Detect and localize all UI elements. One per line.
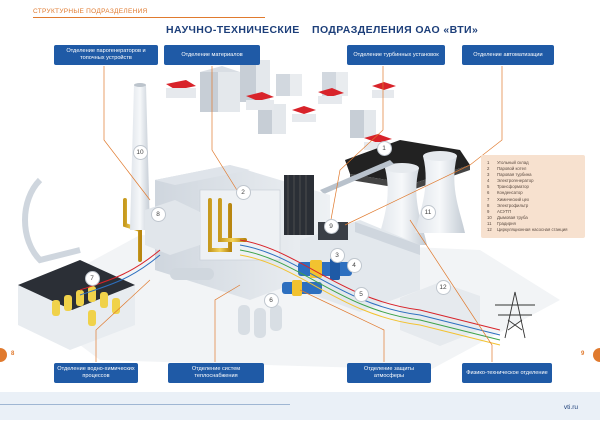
turbine-generator [282,258,352,296]
marker-10: 10 [132,144,148,160]
legend-item-number: 9 [487,208,490,214]
legend-item-number: 12 [487,227,492,233]
dept-water-chem[interactable]: Отделение водно-химических процессов [54,363,138,383]
page-number-left: 8 [11,351,15,357]
marker-8: 8 [150,206,166,222]
legend-item-number: 8 [487,202,490,208]
marker-12: 12 [435,279,451,295]
dept-materials[interactable]: Отделение материалов [164,45,260,65]
marker-1: 1 [376,140,392,156]
marker-2: 2 [235,184,251,200]
water-pipe-left [22,177,81,264]
page-tab-right [593,348,600,362]
legend-item-number: 4 [487,178,490,184]
marker-3: 3 [329,247,345,263]
marker-5: 5 [353,286,369,302]
legend-item: 12 Циркуляционная насосная станция [487,227,579,233]
legend-item-label: Трансформатор [497,184,529,190]
footer-url[interactable]: vti.ru [563,404,578,411]
dept-automation[interactable]: Отделение автоматизации [462,45,554,65]
dept-atmosphere[interactable]: Отделение защиты атмосферы [347,363,431,383]
city-blocks [166,60,396,150]
chemical-shop [18,260,135,350]
page-title-right: ПОДРАЗДЕЛЕНИЯ ОАО «ВТИ» [312,24,479,36]
legend-item-number: 2 [487,166,490,172]
page-title-left: НАУЧНО-ТЕХНИЧЕСКИЕ [166,24,300,36]
legend-item-label: Конденсатор [497,190,523,196]
legend-item-label: Дымовая труба [497,214,528,220]
dept-physics[interactable]: Физико-техническое отделение [462,363,552,383]
legend-item-label: Циркуляционная насосная станция [497,227,568,233]
marker-4: 4 [346,257,362,273]
legend-list: 1 Угольный склад 2 Паровой котел 3 Паровая ту… [487,160,579,233]
dept-heat-supply[interactable]: Отделение систем теплоснабжения [168,363,264,383]
legend-item-number: 5 [487,184,490,190]
page-number-right: 9 [581,351,585,357]
leader-lines [95,66,503,362]
legend-item: 5 Трансформатор [487,184,579,190]
dept-turbines[interactable]: Отделение турбинных установок [347,45,445,65]
process-lines [79,239,501,346]
condenser-tanks [170,268,282,338]
section-label: СТРУКТУРНЫЕ ПОДРАЗДЕЛЕНИЯ [33,8,148,15]
legend-item-label: Паровая турбина [497,172,532,178]
footer-bar [0,392,600,420]
legend-item-number: 10 [487,214,492,220]
legend-item-label: Электрофильтр [497,202,529,208]
legend-item: 2 Паровой котел [487,166,579,172]
page-tab-left [0,348,7,362]
legend-item-number: 6 [487,190,490,196]
legend-item-number: 3 [487,172,490,178]
legend-item-number: 7 [487,196,490,202]
legend-item-label: Химический цех [497,196,530,202]
marker-7: 7 [84,270,100,286]
dept-steam-generators[interactable]: Отделение парогенераторов и топочных уст… [54,45,158,65]
legend: 1 Угольный склад 2 Паровой котел 3 Паровая ту… [481,155,585,238]
legend-item: 4 Электрогенератор [487,178,579,184]
legend-item: 8 Электрофильтр [487,203,579,209]
legend-item: 11 Градирня [487,221,579,227]
footer-line [0,404,290,405]
conveyor [320,160,394,194]
legend-item-label: Градирня [497,220,516,226]
legend-item: 1 Угольный склад [487,160,579,166]
marker-9: 9 [323,218,339,234]
legend-item-label: Паровой котел [497,166,527,172]
section-divider [33,17,265,18]
transmission-tower [495,291,535,339]
legend-item: 6 Конденсатор [487,190,579,196]
legend-item-label: АСУТП [497,208,512,214]
legend-item-label: Угольный склад [497,160,529,165]
legend-item-number: 11 [487,220,492,226]
legend-item: 3 Паровая турбина [487,172,579,178]
legend-item-number: 1 [487,160,490,165]
legend-item: 10 Дымовая труба [487,215,579,221]
marker-11: 11 [420,204,436,220]
legend-item: 9 АСУТП [487,209,579,215]
marker-6: 6 [263,292,279,308]
legend-item: 7 Химический цех [487,197,579,203]
legend-item-label: Электрогенератор [497,178,534,184]
